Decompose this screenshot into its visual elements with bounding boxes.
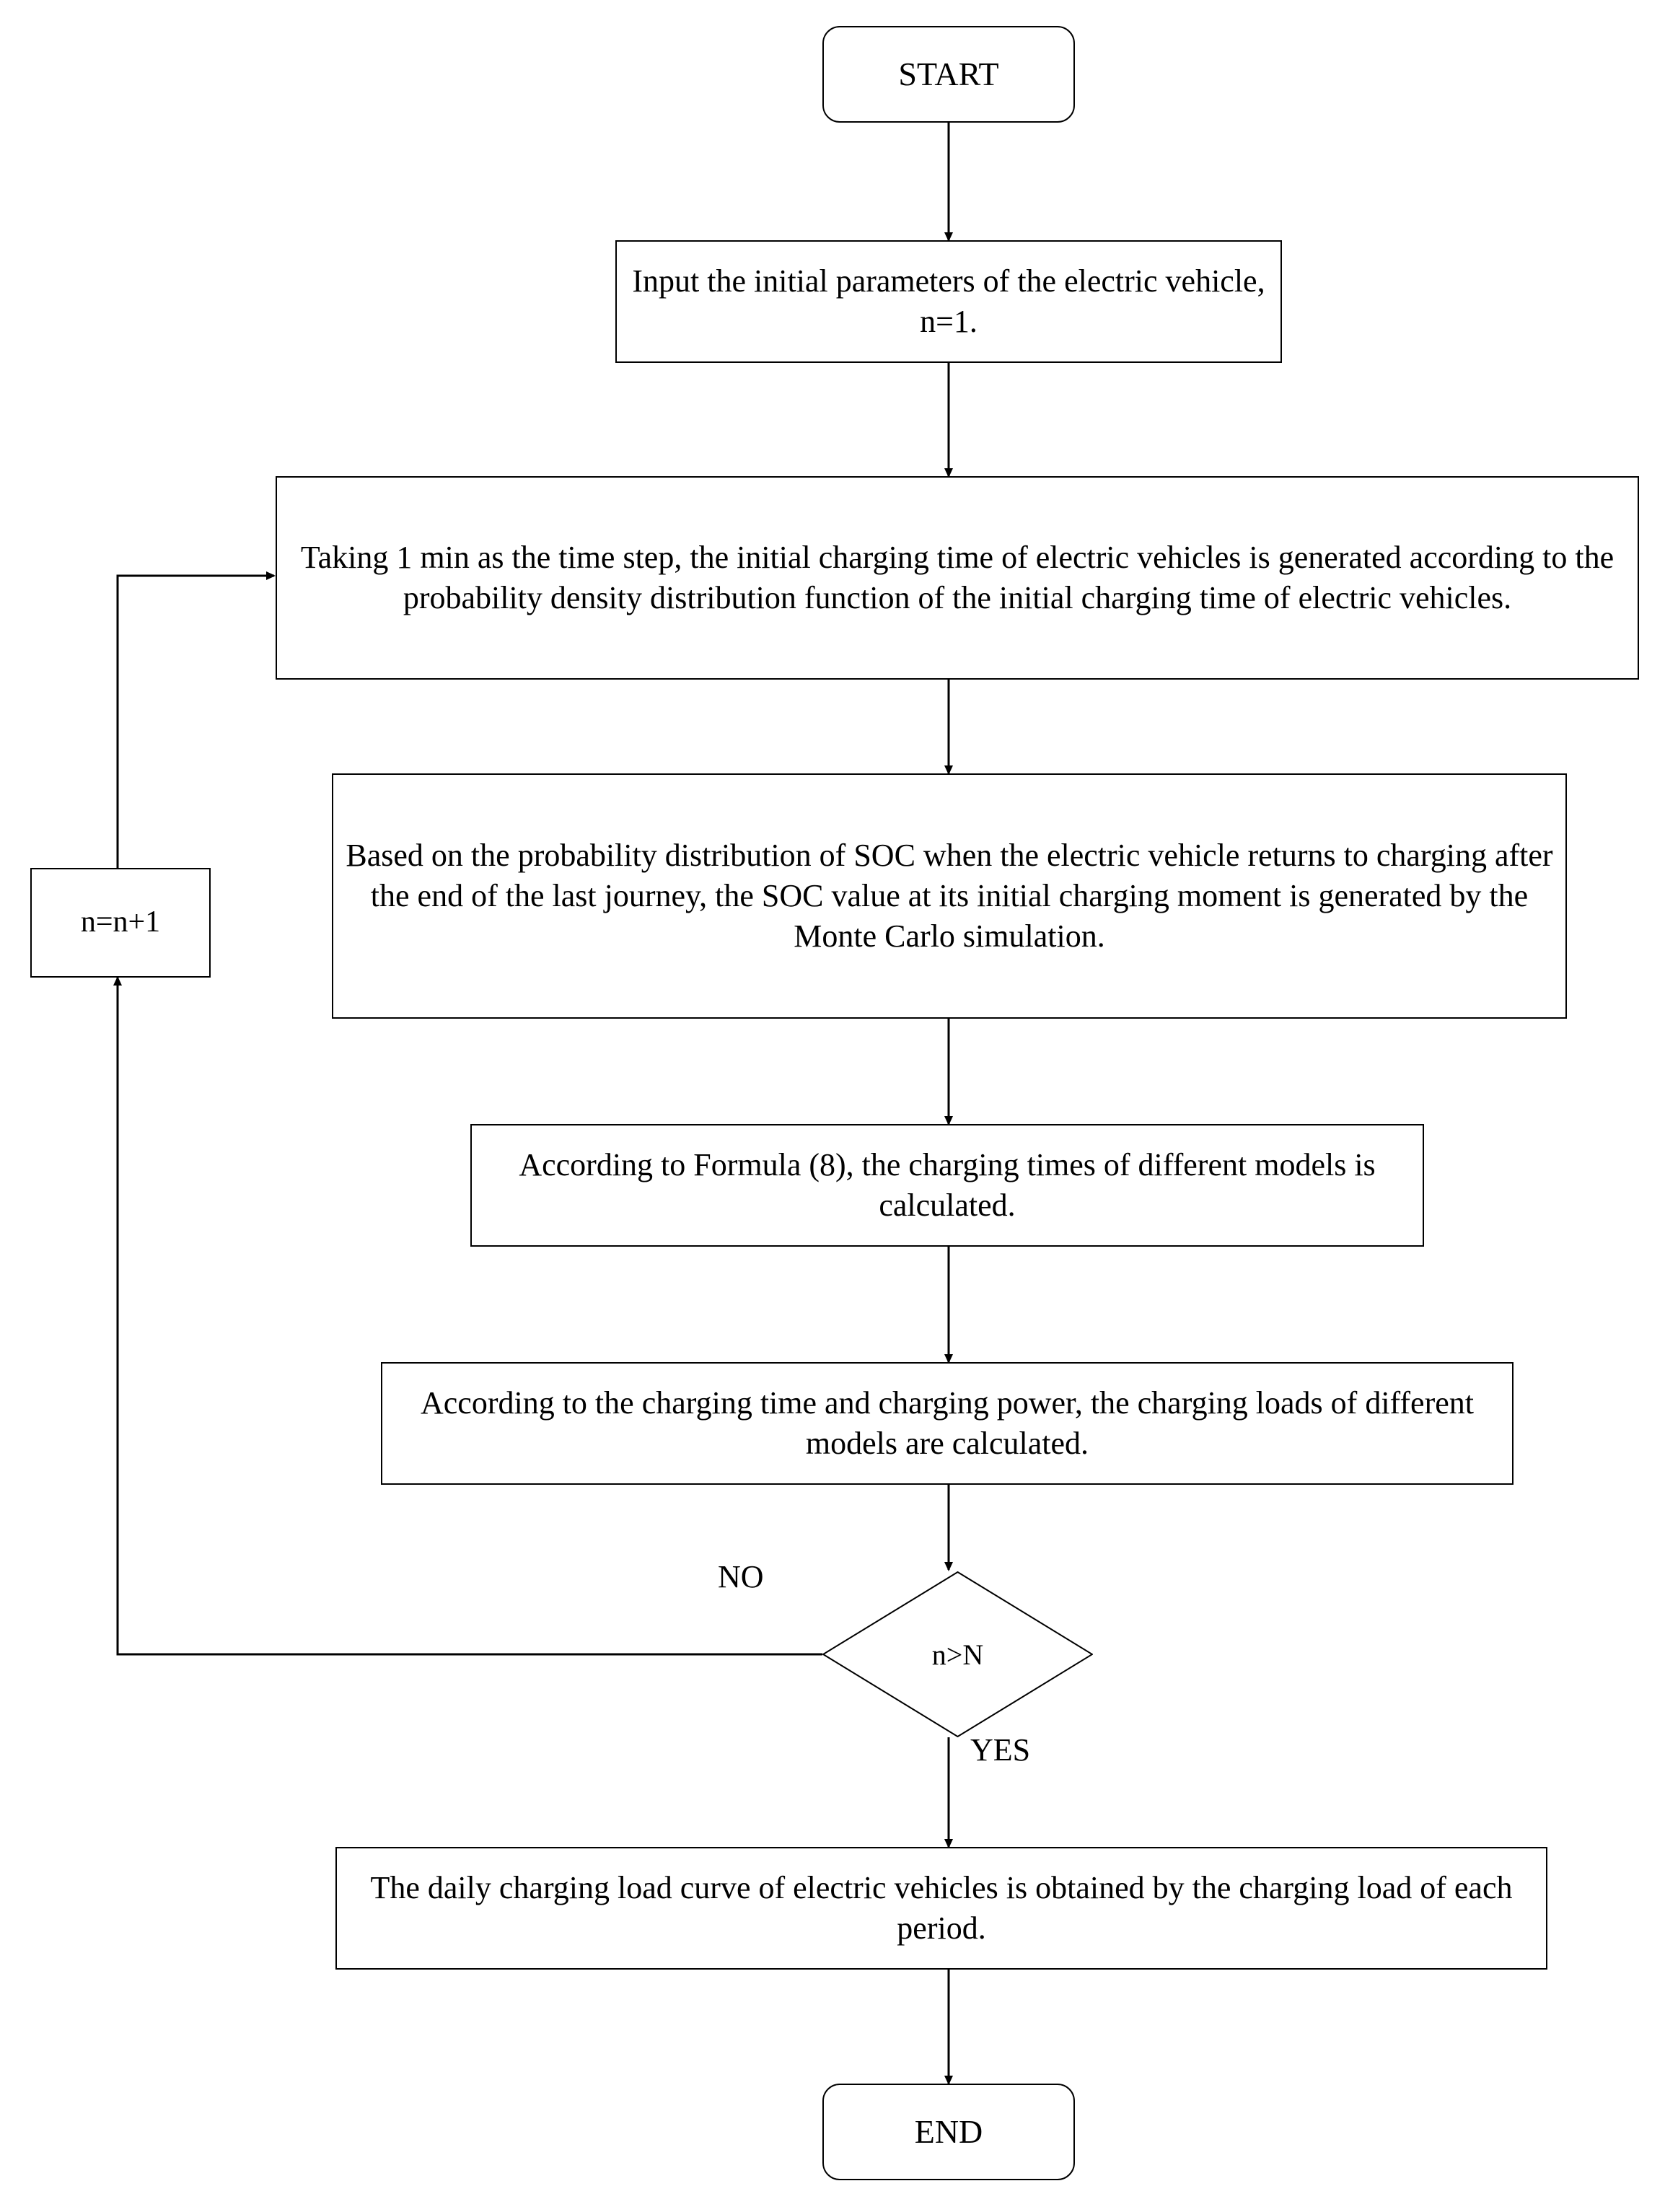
node-time-step[interactable]: Taking 1 min as the time step, the initi… <box>276 476 1639 680</box>
node-increment-counter-label: n=n+1 <box>80 905 161 939</box>
node-start[interactable]: START <box>822 26 1075 123</box>
node-input-parameters[interactable]: Input the initial parameters of the elec… <box>615 240 1282 363</box>
node-increment-counter[interactable]: n=n+1 <box>30 868 211 978</box>
node-decision-n-gt-N[interactable]: n>N <box>822 1571 1093 1737</box>
node-charging-loads-label: According to the charging time and charg… <box>421 1384 1474 1461</box>
edge-increment-to-timestep <box>116 571 276 868</box>
node-charging-loads[interactable]: According to the charging time and charg… <box>381 1362 1514 1485</box>
node-end[interactable]: END <box>822 2084 1075 2180</box>
edge-decision-no-to-increment <box>113 976 822 1656</box>
node-formula-8-label: According to Formula (8), the charging t… <box>519 1146 1376 1223</box>
decision-diamond-shape <box>822 1571 1093 1737</box>
node-end-label: END <box>914 2112 983 2150</box>
node-formula-8[interactable]: According to Formula (8), the charging t… <box>470 1124 1424 1247</box>
node-time-step-label: Taking 1 min as the time step, the initi… <box>300 539 1615 615</box>
node-soc-monte-carlo-label: Based on the probability distribution of… <box>346 837 1553 954</box>
node-daily-charging-curve[interactable]: The daily charging load curve of electri… <box>335 1847 1547 1970</box>
node-decision-label: n>N <box>931 1638 984 1671</box>
edge-label-yes: YES <box>970 1732 1031 1768</box>
node-start-label: START <box>898 55 999 92</box>
node-input-parameters-label: Input the initial parameters of the elec… <box>632 263 1265 339</box>
node-daily-charging-curve-label: The daily charging load curve of electri… <box>370 1869 1513 1946</box>
node-soc-monte-carlo[interactable]: Based on the probability distribution of… <box>332 773 1567 1019</box>
edge-label-no: NO <box>718 1559 764 1594</box>
